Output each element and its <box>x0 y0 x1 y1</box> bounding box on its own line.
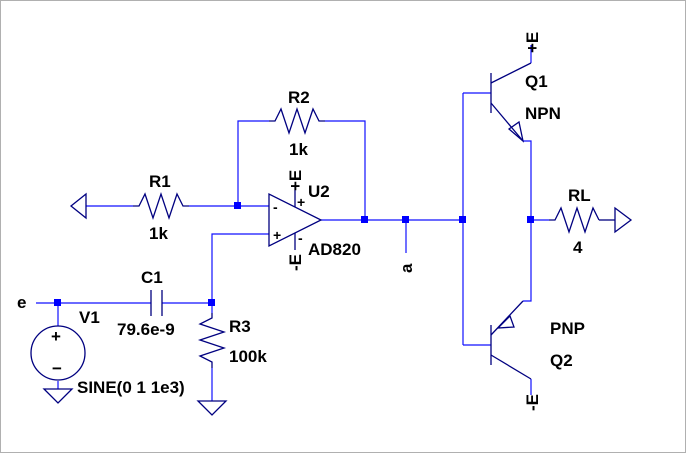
r1-value: 1k <box>149 224 168 243</box>
v1-minus-sign: − <box>52 359 62 378</box>
u2-minus-supply: -E <box>286 254 305 271</box>
c1-label: C1 <box>141 268 163 287</box>
q1-supply: +E <box>523 32 542 53</box>
u2-label: U2 <box>308 182 330 201</box>
r2-value: 1k <box>289 140 308 159</box>
wire-feedback-left <box>237 120 269 206</box>
q1-label: Q1 <box>525 72 548 91</box>
u2-noninverting-sign: + <box>273 227 281 243</box>
q2-label: Q2 <box>550 351 573 370</box>
wire-feedback-right <box>325 120 366 220</box>
q1-type: NPN <box>525 104 561 123</box>
u2-plus-supply: +E <box>286 170 305 191</box>
r3-label: R3 <box>229 317 251 336</box>
voltage-source-v1-symbol <box>30 325 86 381</box>
u2-inverting-sign: - <box>273 199 278 215</box>
resistor-r2-symbol <box>269 106 325 136</box>
opamp-u2-symbol <box>268 186 323 250</box>
r2-label: R2 <box>288 88 310 107</box>
junctions <box>54 202 534 306</box>
transistor-q2-symbol <box>490 300 532 380</box>
wire-noninverting <box>211 233 269 303</box>
r1-label: R1 <box>149 172 171 191</box>
rl-value: 4 <box>573 238 583 257</box>
resistor-rl-symbol <box>549 205 600 235</box>
u2-model: AD820 <box>308 240 361 259</box>
v1-label: V1 <box>79 308 100 327</box>
transistor-q1-symbol <box>490 62 532 143</box>
ground-symbol-r3 <box>196 400 228 416</box>
r3-value: 100k <box>229 347 267 366</box>
net-label-a: a <box>397 263 416 273</box>
q2-type: PNP <box>550 319 585 338</box>
ground-symbol-v1 <box>42 388 74 404</box>
v1-value: SINE(0 1 1e3) <box>77 378 185 397</box>
q2-supply: -E <box>523 394 542 411</box>
u2-supply-minus-sign: - <box>298 230 303 246</box>
net-label-e: e <box>17 293 26 312</box>
c1-value: 79.6e-9 <box>117 320 175 339</box>
capacitor-c1-symbol <box>150 290 163 316</box>
resistor-r1-symbol <box>133 191 189 221</box>
v1-plus-sign: + <box>51 327 61 346</box>
rl-label: RL <box>568 186 591 205</box>
resistor-r3-symbol <box>197 313 227 368</box>
ground-symbol-rl <box>599 206 633 234</box>
u2-supply-plus-sign: + <box>297 194 305 210</box>
ground-symbol-r1 <box>69 192 87 220</box>
